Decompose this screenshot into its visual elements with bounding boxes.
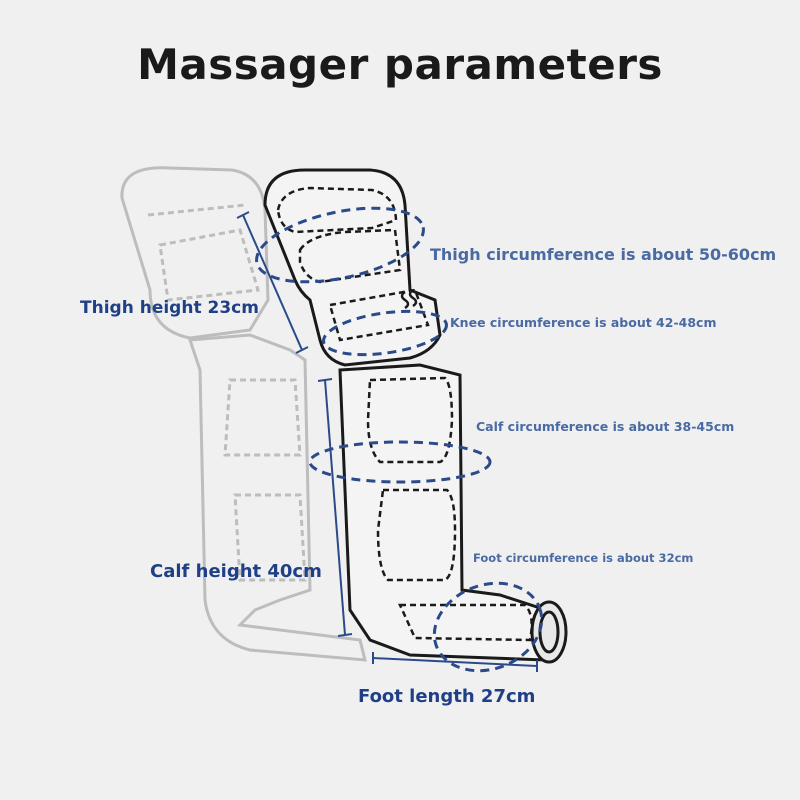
thigh-ring [255,206,425,284]
calf-ring [308,440,492,484]
ghost-leg-wrap [120,166,367,662]
calf-height-label: Calf height 40cm [150,561,322,582]
knee-circumference-label: Knee circumference is about 42-48cm [450,315,717,330]
knee-wave-icon [400,288,418,310]
knee-ring [322,309,448,357]
foot-ring [432,581,544,673]
foot-length-label: Foot length 27cm [358,686,536,707]
thigh-circumference-label: Thigh circumference is about 50-60cm [430,245,777,264]
foot-circumference-label: Foot circumference is about 32cm [473,551,694,565]
calf-circumference-label: Calf circumference is about 38-45cm [476,419,735,434]
foot-opening [530,600,568,664]
thigh-height-label: Thigh height 23cm [80,298,259,318]
page-title: Massager parameters [137,40,663,89]
circumference-rings [255,206,544,673]
